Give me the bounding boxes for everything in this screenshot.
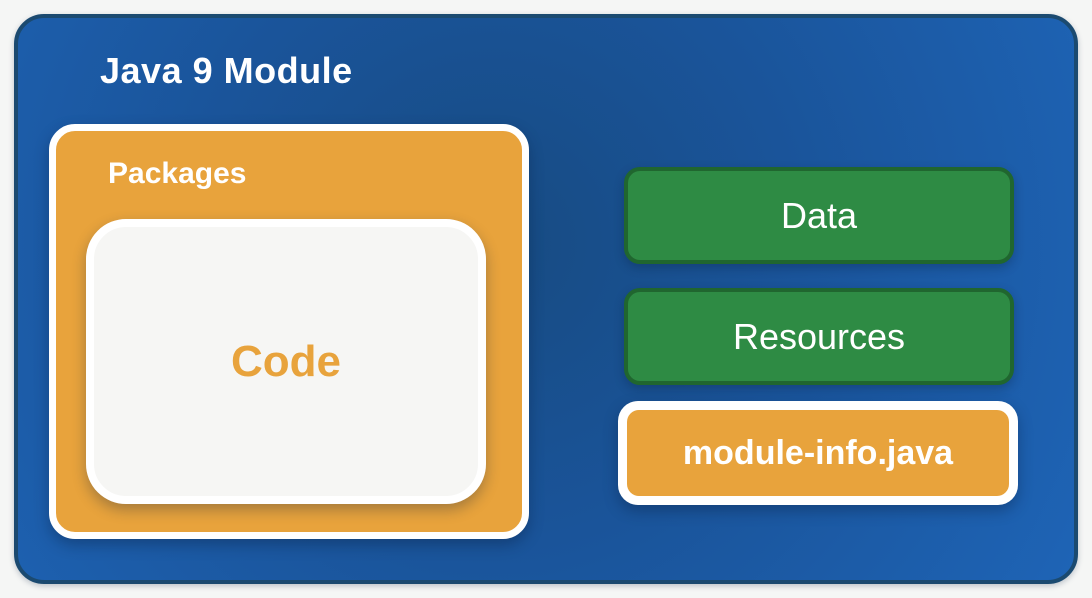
packages-label: Packages (108, 157, 247, 190)
packages-box: Packages Code (49, 124, 529, 539)
resources-box: Resources (624, 288, 1014, 385)
data-label: Data (780, 194, 858, 236)
code-box: Code (86, 219, 486, 504)
code-label: Code (231, 336, 341, 386)
module-info-box: module-info.java (618, 401, 1018, 505)
module-info-label: module-info.java (682, 433, 954, 472)
resources-label: Resources (732, 315, 906, 357)
module-title: Java 9 Module (100, 50, 353, 91)
module-info-inner: module-info.java (627, 410, 1009, 496)
java9-module-container: Java 9 Module Packages Code Data Resourc… (14, 14, 1078, 584)
data-box: Data (624, 167, 1014, 264)
